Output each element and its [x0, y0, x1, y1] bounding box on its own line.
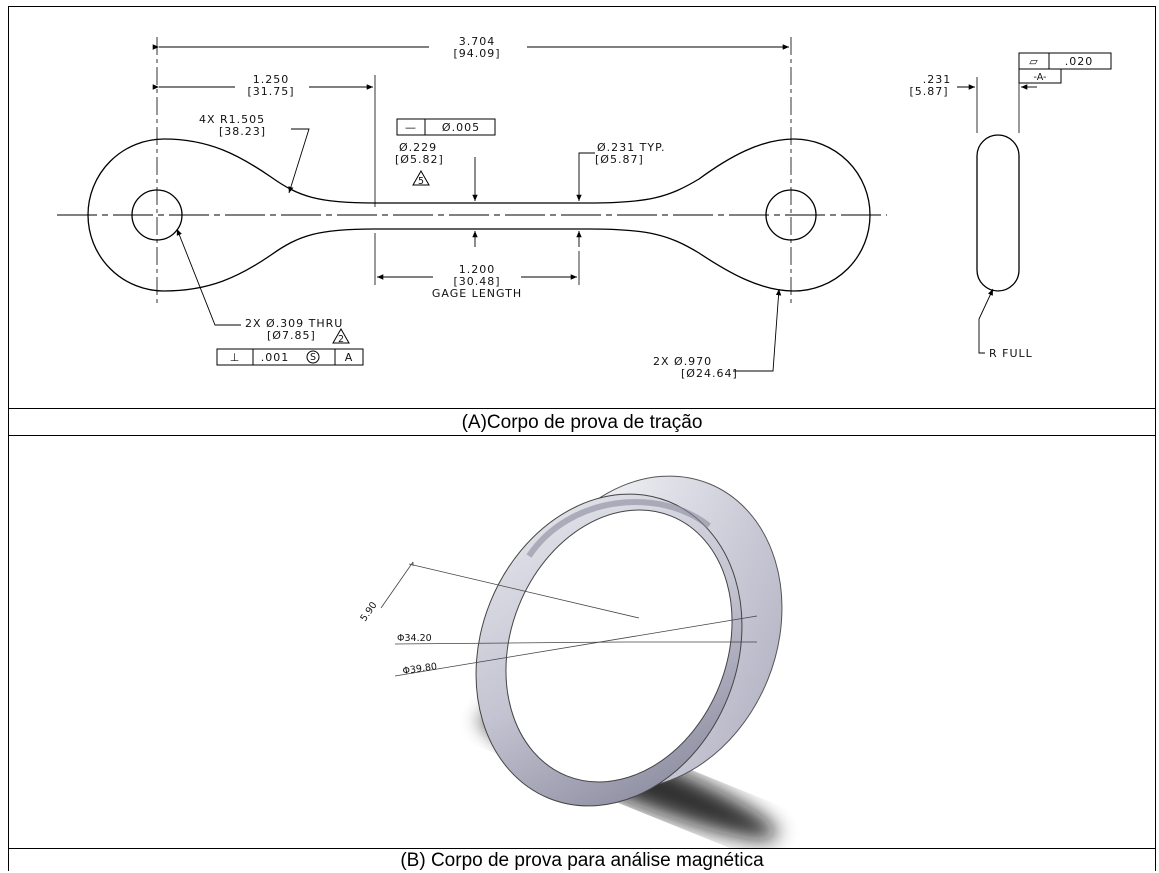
hole-diameter-label: 2X Ø.309 THRU [245, 317, 343, 330]
overall-length-mm-label: [94.09] [453, 47, 500, 60]
radius-label: 4X R1.505 [199, 113, 265, 126]
side-view-outline [976, 134, 1020, 292]
gage-length-caption: GAGE LENGTH [432, 287, 522, 300]
edge-radius-label: R FULL [989, 347, 1033, 360]
straightness-control-frame: — Ø.005 [396, 118, 496, 136]
caption-a-row: (A)Corpo de prova de tração [8, 408, 1156, 436]
thickness-label: .231 [923, 73, 952, 86]
datum-a-label: -A- [1034, 72, 1047, 83]
center-diameter-label: Ø.229 [399, 141, 437, 154]
typ-diameter-mm-label: [Ø5.87] [595, 153, 644, 166]
straightness-symbol: — [405, 121, 417, 134]
magnetic-ring-drawing: 5.90 Φ34.20 Φ39.80 [358, 475, 783, 840]
typ-diameter-label: Ø.231 TYP. [597, 141, 666, 154]
ring-inner-diameter-label: Φ34.20 [397, 633, 432, 644]
svg-text:2: 2 [338, 334, 344, 345]
caption-b-row: (B) Corpo de prova para análise magnétic… [8, 848, 1156, 871]
magnetic-ring-panel: 5.90 Φ34.20 Φ39.80 [8, 436, 1156, 848]
svg-text:.020: .020 [1065, 55, 1094, 68]
specimen-outline [87, 138, 871, 292]
caption-b: (B) Corpo de prova para análise magnétic… [400, 850, 764, 871]
thickness-mm-label: [5.87] [909, 85, 948, 98]
tensile-specimen-drawing: 3.704 [94.09] 1.250 [31.75] 4X R1.505 [3… [57, 35, 1112, 380]
center-diameter-mm-label: [Ø5.82] [395, 153, 444, 166]
svg-text:.001: .001 [261, 351, 290, 364]
tensile-drawing-panel: 3.704 [94.09] 1.250 [31.75] 4X R1.505 [3… [8, 6, 1156, 408]
overall-length-label: 3.704 [459, 35, 496, 48]
ring-hole [505, 509, 733, 783]
hole-diameter-mm-label: [Ø7.85] [267, 329, 316, 342]
note-flag-5 [412, 169, 430, 186]
svg-text:⊥: ⊥ [230, 351, 241, 364]
gage-length-mm-label: [30.48] [453, 275, 500, 288]
ring-outer-diameter-label: Φ39.80 [402, 661, 438, 677]
end-to-center-label: 1.250 [253, 73, 290, 86]
end-diameter-mm-label: [Ø24.64] [681, 367, 738, 380]
gage-length-label: 1.200 [459, 263, 496, 276]
straightness-value: Ø.005 [442, 121, 480, 134]
flatness-control-frame: ▱ .020 -A- [1018, 52, 1112, 84]
end-diameter-label: 2X Ø.970 [653, 355, 712, 368]
svg-text:A: A [345, 351, 354, 364]
note-flag-2 [332, 327, 350, 344]
ring-width-label: 5.90 [358, 600, 379, 624]
svg-text:S: S [310, 352, 316, 363]
perpendicularity-control-frame: ⊥ .001 S A [216, 348, 364, 366]
svg-text:5: 5 [418, 176, 424, 187]
radius-mm-label: [38.23] [219, 125, 266, 138]
svg-text:▱: ▱ [1029, 55, 1038, 68]
end-to-center-mm-label: [31.75] [247, 85, 294, 98]
caption-a: (A)Corpo de prova de tração [461, 412, 703, 433]
